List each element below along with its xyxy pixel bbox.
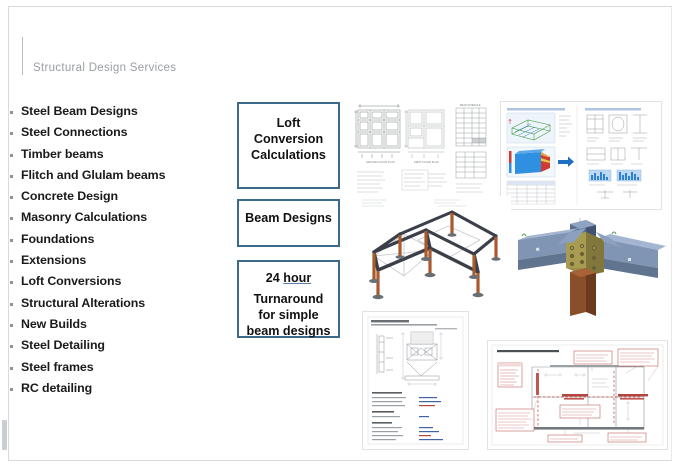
square-bullet-icon: [10, 174, 13, 178]
list-item: Timber beams: [10, 147, 225, 168]
svg-text:FIRST FLOOR PLAN: FIRST FLOOR PLAN: [414, 160, 439, 164]
square-bullet-icon: [10, 281, 13, 285]
annotated-structural-plan: [487, 340, 668, 450]
structural-analysis-output: [500, 101, 662, 210]
callout-line: beam designs: [246, 324, 331, 339]
callout-lead-underlined: hour: [283, 271, 312, 285]
list-item-label: Foundations: [21, 231, 95, 246]
list-item: Loft Conversions: [10, 274, 225, 295]
list-item-label: Masonry Calculations: [21, 210, 148, 225]
square-bullet-icon: [10, 111, 13, 114]
callout-line: Calculations: [251, 148, 326, 163]
list-item: Extensions: [10, 253, 225, 274]
page-title: Structural Design Services: [33, 62, 177, 74]
list-item-label: New Builds: [21, 316, 87, 331]
square-bullet-icon: [10, 302, 13, 306]
header: Structural Design Services: [22, 36, 176, 76]
callout-line: Beam Designs: [245, 211, 332, 225]
callout-line: for simple: [258, 308, 319, 323]
list-item-label: Concrete Design: [21, 189, 118, 204]
square-bullet-icon: [10, 323, 13, 327]
cad-schedule-table: BEAM SCHEDULE: [452, 96, 490, 199]
callout-line: Loft: [276, 116, 301, 130]
list-item: Concrete Design: [10, 189, 225, 210]
list-item-label: Extensions: [21, 253, 87, 268]
callout-line: Turnaround: [253, 292, 324, 307]
header-rule: [22, 37, 23, 75]
callout-lead-prefix: 24: [265, 271, 284, 285]
steel-beam-column-connection-3d: [508, 218, 668, 326]
list-item: RC detailing: [10, 381, 225, 402]
svg-text:GROUND FLOOR PLAN: GROUND FLOOR PLAN: [366, 160, 395, 164]
list-item-label: Steel Beam Designs: [21, 104, 138, 118]
steel-portal-frame-3d: [356, 196, 511, 308]
list-item: Steel frames: [10, 360, 225, 381]
callout-lead: 24 hour: [239, 270, 338, 286]
list-item: Steel Beam Designs: [10, 104, 225, 125]
list-item: Foundations: [10, 232, 225, 253]
scroll-marker[interactable]: [2, 420, 7, 450]
beam-design-calculation-sheet: [362, 311, 469, 450]
list-item-label: Timber beams: [21, 146, 104, 161]
callout-loft-conversion-calculations: Loft Conversion Calculations: [237, 102, 340, 189]
list-item-label: Loft Conversions: [21, 274, 122, 289]
list-item-label: RC detailing: [21, 380, 93, 395]
square-bullet-icon: [10, 196, 13, 200]
square-bullet-icon: [10, 238, 13, 242]
square-bullet-icon: [10, 387, 13, 391]
square-bullet-icon: [10, 217, 13, 221]
list-item: Steel Detailing: [10, 338, 225, 359]
square-bullet-icon: [10, 366, 13, 370]
callout-beam-designs: Beam Designs: [237, 199, 340, 247]
square-bullet-icon: [10, 132, 13, 136]
list-item: Steel Connections: [10, 125, 225, 146]
square-bullet-icon: [10, 345, 13, 349]
cad-floor-plan-drawing: GROUND FLOOR PLAN FIRST FLOOR PLAN: [352, 96, 449, 199]
callout-24-hour-turnaround: 24 hour Turnaround for simple beam desig…: [237, 260, 340, 338]
svg-text:BEAM SCHEDULE: BEAM SCHEDULE: [460, 104, 481, 107]
list-item-label: Steel Connections: [21, 125, 128, 140]
list-item-label: Steel frames: [21, 359, 94, 374]
list-item-label: Structural Alterations: [21, 295, 146, 310]
list-item-label: Steel Detailing: [21, 338, 105, 353]
services-list: Steel Beam Designs Steel Connections Tim…: [10, 104, 225, 402]
list-item-label: Flitch and Glulam beams: [21, 167, 166, 182]
square-bullet-icon: [10, 260, 13, 264]
square-bullet-icon: [10, 153, 13, 157]
callout-line: Conversion: [253, 132, 324, 147]
list-item: Masonry Calculations: [10, 210, 225, 231]
list-item: New Builds: [10, 317, 225, 338]
list-item: Flitch and Glulam beams: [10, 168, 225, 189]
list-item: Structural Alterations: [10, 296, 225, 317]
